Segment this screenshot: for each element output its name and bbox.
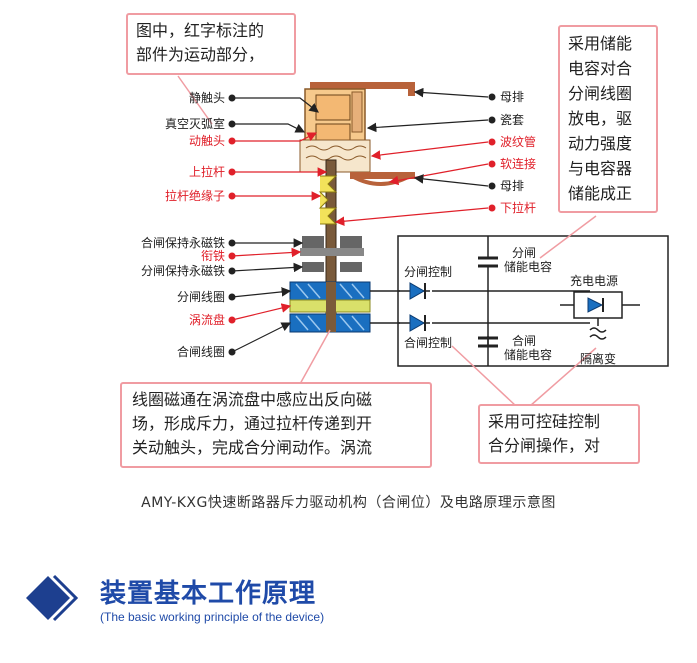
- label-flex-link: 软连接: [500, 157, 537, 171]
- callout-thyristor: 采用可控硅控制 合分闸操作，对: [478, 404, 640, 464]
- label-open-capacitor-2: 储能电容: [504, 260, 553, 274]
- callout-pointers: [177, 75, 597, 407]
- close-capacitor-symbol: [478, 336, 498, 348]
- leader-lines-right: [334, 87, 489, 227]
- label-static-contact: 静触头: [188, 91, 225, 105]
- callout-line: 与电容器: [568, 159, 633, 178]
- callout-capacitor: 采用储能 电容对合 分闸线圈 放电，驱 动力强度 与电容器 储能成正: [558, 25, 658, 213]
- isolation-transformer-symbol: [589, 318, 607, 340]
- label-open-control: 分闸控制: [404, 265, 453, 279]
- label-moving-contact: 动触头: [188, 134, 225, 148]
- label-lower-rod: 下拉杆: [500, 201, 537, 215]
- coil-assembly: [289, 281, 371, 333]
- callout-line: 分闸线圈: [568, 84, 633, 103]
- diamond-logo: [26, 574, 79, 622]
- callout-line: 图中，红字标注的: [136, 21, 265, 40]
- callout-line: 部件为运动部分，: [136, 45, 265, 64]
- label-charger: 充电电源: [570, 274, 619, 288]
- label-open-magnet: 分闸保持永磁铁: [140, 264, 225, 278]
- diagram-caption: AMY-KXG快速断路器斥力驱动机构（合闸位）及电路原理示意图: [141, 495, 556, 511]
- magnet-assembly: [300, 236, 364, 272]
- callout-line: 采用可控硅控制: [488, 412, 601, 431]
- callout-coil: 线圈磁通在涡流盘中感应出反向磁 场，形成斥力，通过拉杆传递到开 关动触头，完成合…: [120, 382, 432, 468]
- close-thyristor-symbol: [409, 314, 426, 332]
- label-porcelain: 瓷套: [500, 113, 525, 127]
- label-armature: 衔铁: [200, 249, 225, 263]
- section-subtitle: (The basic working principle of the devi…: [100, 610, 325, 624]
- label-dots: [228, 93, 496, 356]
- label-eddy-disc: 涡流盘: [188, 313, 225, 327]
- section-title: 装置基本工作原理: [100, 579, 317, 609]
- label-rod-insulator: 拉杆绝缘子: [164, 189, 225, 203]
- callout-line: 线圈磁通在涡流盘中感应出反向磁: [132, 390, 373, 409]
- circuit-wiring: [370, 235, 669, 367]
- callout-moving-parts: 图中，红字标注的 部件为运动部分，: [126, 13, 296, 75]
- label-open-coil: 分闸线圈: [176, 290, 225, 304]
- label-close-control: 合闸控制: [404, 336, 453, 350]
- label-open-capacitor-1: 分闸: [512, 246, 537, 260]
- label-isolation-transformer: 隔离变: [580, 352, 617, 366]
- label-busbar-bottom: 母排: [500, 179, 525, 193]
- vacuum-interrupter: [299, 82, 415, 186]
- label-upper-rod: 上拉杆: [188, 165, 225, 179]
- open-capacitor-symbol: [478, 256, 498, 268]
- callout-line: 关动触头，完成合分闸动作。涡流: [132, 438, 373, 457]
- label-vacuum-chamber: 真空灭弧室: [164, 117, 225, 131]
- leader-lines-left: [231, 97, 328, 353]
- callout-line: 储能成正: [568, 184, 633, 203]
- label-busbar-top: 母排: [500, 90, 525, 104]
- charger-symbol: [560, 291, 640, 319]
- label-close-capacitor-1: 合闸: [512, 334, 537, 348]
- callout-line: 放电，驱: [568, 109, 633, 128]
- label-close-magnet: 合闸保持永磁铁: [140, 236, 225, 250]
- callout-line: 采用储能: [568, 34, 633, 53]
- callout-line: 场，形成斥力，通过拉杆传递到开: [132, 414, 373, 433]
- callout-line: 电容对合: [568, 59, 633, 78]
- open-thyristor-symbol: [409, 282, 426, 300]
- callout-line: 合分闸操作，对: [488, 436, 601, 455]
- label-close-capacitor-2: 储能电容: [504, 348, 553, 362]
- label-bellows: 波纹管: [500, 135, 537, 149]
- label-close-coil: 合闸线圈: [176, 345, 225, 359]
- callout-line: 动力强度: [568, 134, 633, 153]
